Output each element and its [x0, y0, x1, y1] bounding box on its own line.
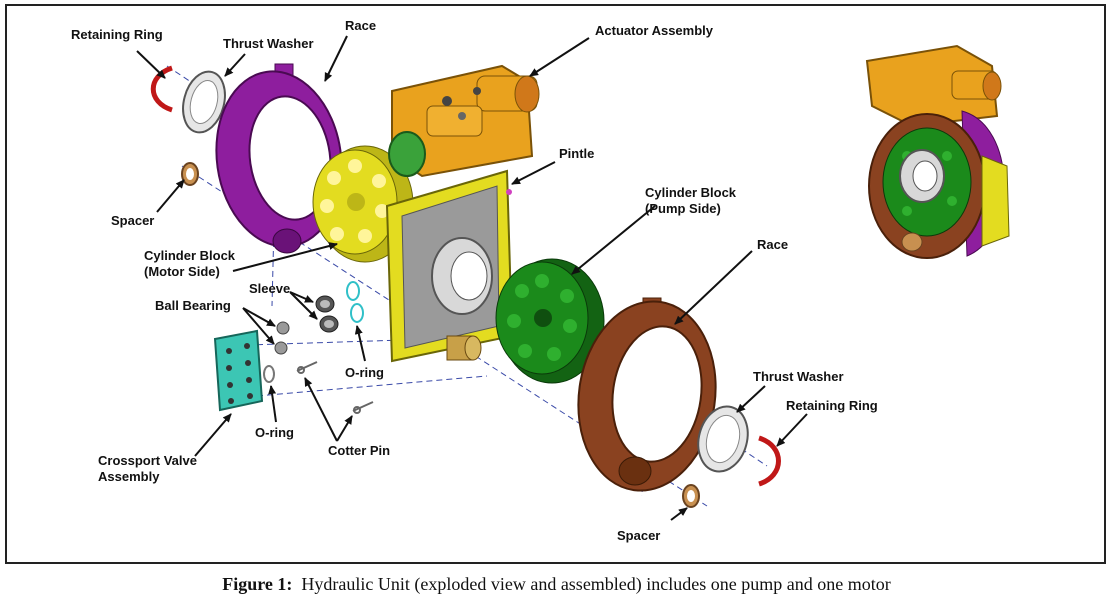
label-spacer-bottom: Spacer — [617, 528, 660, 543]
caption-prefix: Figure 1: — [222, 574, 293, 594]
figure-caption: Figure 1: Hydraulic Unit (exploded view … — [0, 574, 1113, 595]
label-cylinder-block-pump-1: Cylinder Block — [645, 185, 737, 200]
cotter-pins — [296, 361, 374, 414]
label-cylinder-block-motor-1: Cylinder Block — [144, 248, 236, 263]
retaining-ring-top — [150, 65, 173, 113]
pintle-housing — [385, 169, 514, 363]
retaining-ring-bottom — [758, 435, 781, 487]
label-thrust-washer-top: Thrust Washer — [223, 36, 314, 51]
figure-frame: Retaining Ring Thrust Washer Race Actuat… — [5, 4, 1106, 564]
label-thrust-washer-bottom: Thrust Washer — [753, 369, 844, 384]
label-sleeve: Sleeve — [249, 281, 290, 296]
label-crossport-2: Assembly — [98, 469, 160, 484]
label-race-top: Race — [345, 18, 376, 33]
label-oring-1: O-ring — [345, 365, 384, 380]
label-cylinder-block-pump-2: (Pump Side) — [645, 201, 721, 216]
assembled-unit — [865, 44, 1010, 259]
label-ball-bearing: Ball Bearing — [155, 298, 231, 313]
cylinder-block-pump — [495, 258, 605, 384]
crossport-valve-assembly — [213, 329, 264, 412]
oring-gray — [263, 365, 275, 383]
label-actuator-assembly: Actuator Assembly — [595, 23, 714, 38]
exploded-view-diagram: Retaining Ring Thrust Washer Race Actuat… — [71, 18, 1010, 543]
label-oring-2: O-ring — [255, 425, 294, 440]
label-spacer-top: Spacer — [111, 213, 154, 228]
sleeves — [315, 295, 339, 333]
label-race-bottom: Race — [757, 237, 788, 252]
spacer-top — [181, 162, 199, 186]
leader-arrows — [136, 35, 808, 521]
ball-bearings — [274, 321, 290, 355]
spacer-bottom — [682, 484, 700, 508]
race-pump-side — [577, 297, 717, 492]
labels: Retaining Ring Thrust Washer Race Actuat… — [71, 18, 878, 543]
race-motor-side — [215, 63, 343, 254]
actuator-assembly — [388, 64, 540, 178]
caption-text: Hydraulic Unit (exploded view and assemb… — [301, 574, 891, 594]
thrust-washer-bottom — [697, 405, 749, 473]
orings-cyan — [346, 281, 364, 323]
label-crossport-1: Crossport Valve — [98, 453, 197, 468]
thrust-washer-top — [182, 70, 226, 134]
label-retaining-ring-top: Retaining Ring — [71, 27, 163, 42]
label-cotter-pin: Cotter Pin — [328, 443, 390, 458]
label-retaining-ring-bottom: Retaining Ring — [786, 398, 878, 413]
label-pintle: Pintle — [559, 146, 594, 161]
label-cylinder-block-motor-2: (Motor Side) — [144, 264, 220, 279]
